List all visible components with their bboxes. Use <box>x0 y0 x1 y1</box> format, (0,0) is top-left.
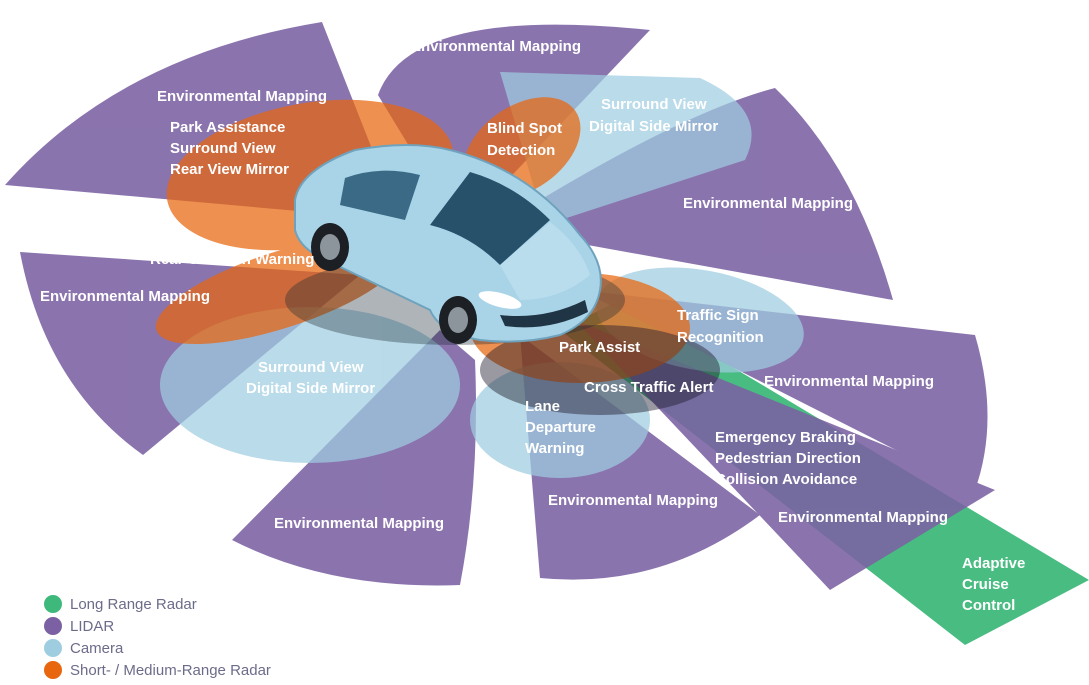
label-env-right-upper: Environmental Mapping <box>683 195 853 212</box>
label-env-top-left: Environmental Mapping <box>157 88 327 105</box>
legend: Long Range Radar LIDAR Camera Short- / M… <box>44 593 271 681</box>
legend-swatch <box>44 617 62 635</box>
legend-item-lidar: LIDAR <box>44 615 271 637</box>
legend-item-short-medium-radar: Short- / Medium-Range Radar <box>44 659 271 681</box>
legend-item-long-range-radar: Long Range Radar <box>44 593 271 615</box>
label-env-right-mid: Environmental Mapping <box>764 373 934 390</box>
legend-label: Short- / Medium-Range Radar <box>70 661 271 679</box>
legend-label: Long Range Radar <box>70 595 197 613</box>
label-blind-spot-1: Blind Spot <box>487 120 562 137</box>
car-front-wheel-hub <box>448 307 468 333</box>
legend-swatch <box>44 595 62 613</box>
label-adaptive-1: Adaptive <box>962 555 1025 572</box>
label-lane-departure-3: Warning <box>525 440 584 457</box>
label-park-assistance-2: Surround View <box>170 140 276 157</box>
car-grille <box>500 300 588 328</box>
car-hood <box>500 222 590 300</box>
label-adaptive-2: Cruise <box>962 576 1009 593</box>
label-surround-rear-1: Surround View <box>258 359 364 376</box>
car-rear-wheel-hub <box>320 234 340 260</box>
label-emergency-1: Emergency Braking <box>715 429 856 446</box>
label-emergency-3: Collision Avoidance <box>715 471 857 488</box>
lidar-sector-right-lower <box>575 320 995 590</box>
legend-label: Camera <box>70 639 124 657</box>
car <box>285 144 625 345</box>
label-emergency-2: Pedestrian Direction <box>715 450 861 467</box>
label-adaptive-3: Control <box>962 597 1015 614</box>
label-traffic-sign-1: Traffic Sign <box>677 307 759 324</box>
label-env-bottom-left: Environmental Mapping <box>274 515 444 532</box>
legend-item-camera: Camera <box>44 637 271 659</box>
label-rear-collision: Rear Collision Warning <box>150 251 314 268</box>
car-windshield <box>430 172 550 265</box>
label-blind-spot-2: Detection <box>487 142 555 159</box>
legend-label: LIDAR <box>70 617 115 635</box>
car-headlight <box>478 291 522 309</box>
label-surround-rear-2: Digital Side Mirror <box>246 380 375 397</box>
camera-zone-rear-mirror <box>160 307 460 463</box>
label-surround-front-1: Surround View <box>601 96 707 113</box>
label-lane-departure-1: Lane <box>525 398 560 415</box>
label-park-assist: Park Assist <box>559 339 640 356</box>
label-lane-departure-2: Departure <box>525 419 596 436</box>
label-env-right-lower: Environmental Mapping <box>778 509 948 526</box>
legend-swatch <box>44 639 62 657</box>
label-env-top: Environmental Mapping <box>411 38 581 55</box>
coverage-overlap-shadow <box>480 325 720 415</box>
label-park-assistance-3: Rear View Mirror <box>170 161 289 178</box>
car-side-window <box>340 170 420 220</box>
lidar-sector-right-upper <box>540 88 893 300</box>
legend-swatch <box>44 661 62 679</box>
label-env-bottom-center: Environmental Mapping <box>548 492 718 509</box>
camera-zone-lane-departure <box>470 362 650 478</box>
label-cross-traffic: Cross Traffic Alert <box>584 379 714 396</box>
label-park-assistance-1: Park Assistance <box>170 119 285 136</box>
label-env-left: Environmental Mapping <box>40 288 210 305</box>
label-surround-front-2: Digital Side Mirror <box>589 118 718 135</box>
label-traffic-sign-2: Recognition <box>677 329 764 346</box>
